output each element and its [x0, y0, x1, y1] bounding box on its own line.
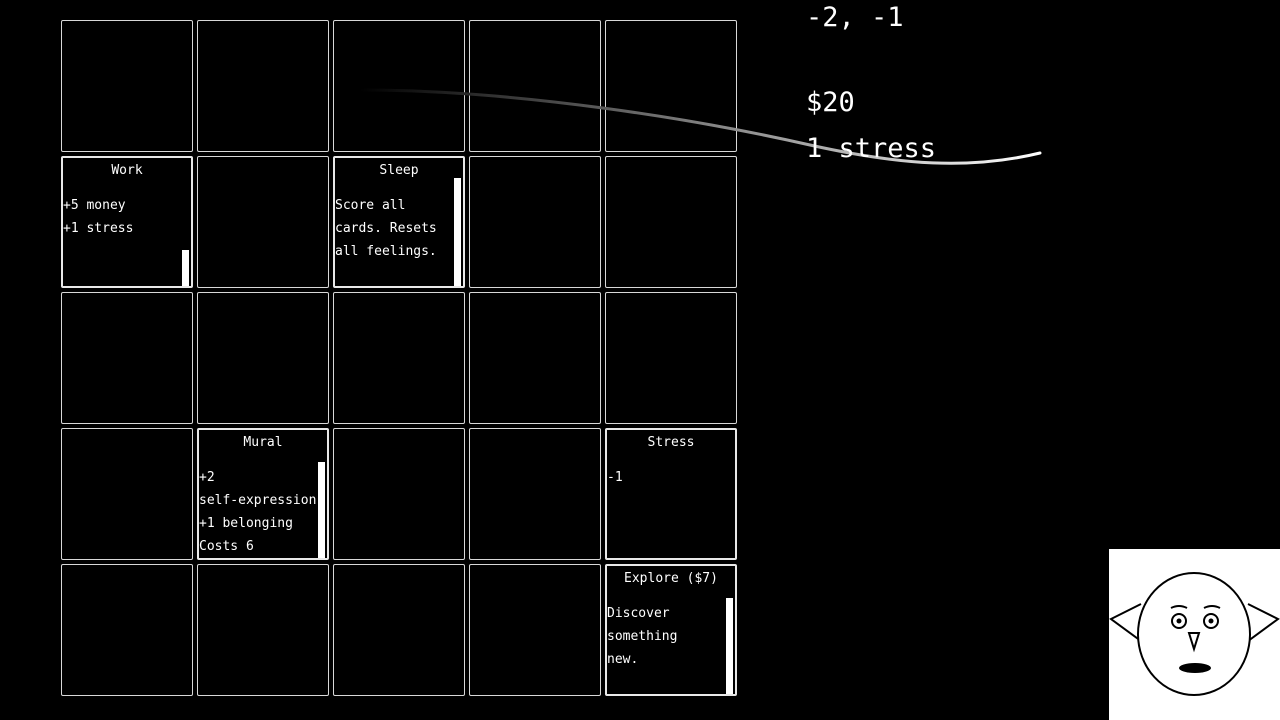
stress-readout: 1 stress [806, 133, 937, 164]
empty-slot[interactable] [469, 156, 601, 288]
card-description: Score all cards. Resets all feelings. [335, 198, 437, 259]
empty-slot[interactable] [469, 292, 601, 424]
card-progress-bar [726, 598, 733, 694]
empty-slot[interactable] [61, 20, 193, 152]
empty-slot[interactable] [197, 20, 329, 152]
card-description: +5 money +1 stress [63, 198, 134, 236]
card-title: Explore ($7) [624, 571, 718, 586]
card-mural[interactable]: Mural +2 self-expression +1 belonging Cos… [197, 428, 329, 560]
card-progress-bar [182, 250, 189, 286]
card-description: +2 self-expression +1 belonging Costs 6 [199, 470, 317, 554]
card-title: Work [111, 163, 143, 178]
card-progress-bar [454, 178, 461, 286]
elf-face-icon [1109, 549, 1280, 720]
card-work[interactable]: Work +5 money +1 stress [61, 156, 193, 288]
empty-slot[interactable] [333, 428, 465, 560]
empty-slot[interactable] [197, 564, 329, 696]
empty-slot[interactable] [469, 564, 601, 696]
card-title: Sleep [379, 163, 419, 178]
card-title: Stress [647, 435, 695, 450]
empty-slot[interactable] [605, 292, 737, 424]
empty-slot[interactable] [197, 292, 329, 424]
money-readout: $20 [806, 87, 855, 118]
empty-slot[interactable] [469, 428, 601, 560]
empty-slot[interactable] [61, 428, 193, 560]
empty-slot[interactable] [605, 20, 737, 152]
empty-slot[interactable] [61, 292, 193, 424]
card-title: Mural [243, 435, 283, 450]
empty-slot[interactable] [333, 564, 465, 696]
empty-slot[interactable] [333, 292, 465, 424]
empty-slot[interactable] [333, 20, 465, 152]
empty-slot[interactable] [469, 20, 601, 152]
empty-slot[interactable] [197, 156, 329, 288]
coordinates-readout: -2, -1 [806, 2, 904, 33]
card-description: Discover something new. [607, 606, 678, 667]
empty-slot[interactable] [61, 564, 193, 696]
card-stress[interactable]: Stress -1 [605, 428, 737, 560]
empty-slot[interactable] [605, 156, 737, 288]
card-progress-bar [318, 462, 325, 558]
card-description: -1 [607, 470, 623, 485]
card-explore[interactable]: Explore ($7) Discover something new. [605, 564, 737, 696]
